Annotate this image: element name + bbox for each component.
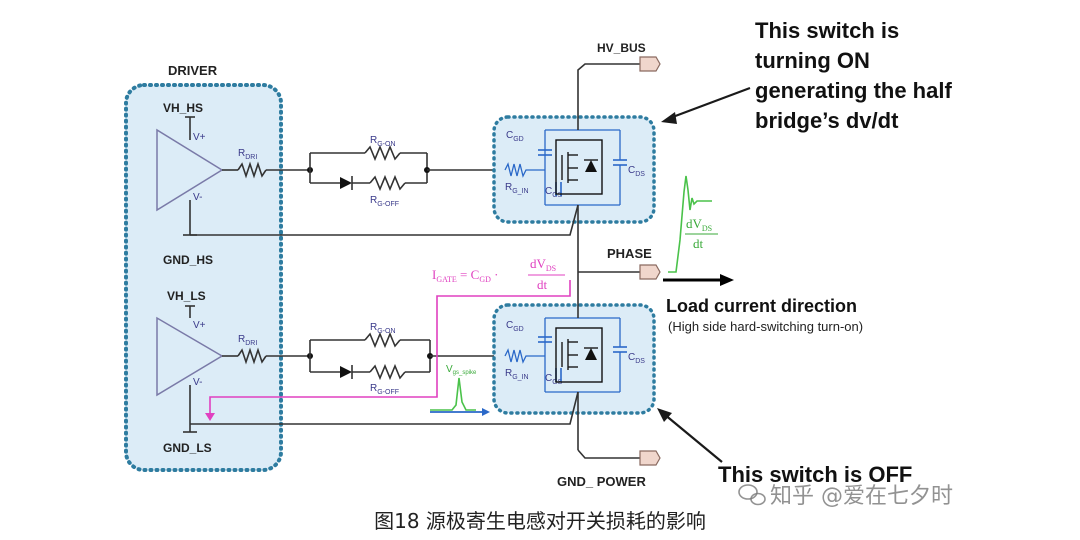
callout-top-line1: This switch is bbox=[755, 18, 899, 43]
phase-pad bbox=[639, 264, 661, 280]
r-g-off-hs-label: RG-OFF bbox=[370, 195, 399, 208]
low-side-mosfet: CGD RG_IN CGS CDS bbox=[492, 303, 656, 415]
high-side-driver-amp: VH_HS V+ V- GND_HS bbox=[156, 101, 224, 267]
igate-dv: dVDS bbox=[530, 256, 556, 273]
load-current-arrow bbox=[663, 274, 734, 286]
callout-bottom: This switch is OFF bbox=[718, 462, 912, 487]
load-current-title: Load current direction bbox=[666, 296, 857, 316]
r-g-off-ls-label: RG-OFF bbox=[370, 383, 399, 396]
callout-top-line4: bridge’s dv/dt bbox=[755, 108, 899, 133]
vgs-spike: Vgs_spike bbox=[430, 364, 490, 416]
v-plus-ls: V+ bbox=[193, 320, 206, 331]
v-minus-ls: V- bbox=[193, 377, 202, 388]
callout-top: This switch is turning ON generating the… bbox=[755, 18, 952, 133]
hv-bus-pad bbox=[639, 56, 661, 72]
phase-label: PHASE bbox=[607, 246, 652, 261]
c-gd-ls: CGD bbox=[506, 320, 524, 333]
dvdt-waveform: dVDS dt bbox=[668, 175, 718, 273]
wechat-logo-icon bbox=[738, 484, 766, 506]
c-gd-hs: CGD bbox=[506, 130, 524, 143]
ls-source-return bbox=[190, 391, 579, 425]
load-current-subtitle: (High side hard-switching turn-on) bbox=[668, 319, 863, 334]
vgs-spike-label: Vgs_spike bbox=[446, 364, 477, 376]
hv-bus-label: HV_BUS bbox=[597, 41, 646, 55]
callout-arrow-top bbox=[661, 86, 751, 124]
r-g-on-ls-label: RG-ON bbox=[370, 322, 396, 335]
c-gs-hs: CGS bbox=[545, 186, 563, 199]
dvdt-num: dVDS bbox=[686, 216, 712, 233]
vh-hs-label: VH_HS bbox=[163, 101, 203, 115]
hs-source-return bbox=[190, 204, 579, 236]
high-side-mosfet: CGD RG_IN CGS CDS bbox=[492, 115, 656, 224]
driver-label: DRIVER bbox=[168, 63, 218, 78]
v-minus-hs: V- bbox=[193, 192, 202, 203]
gnd-power-pad bbox=[639, 450, 661, 466]
r-g-in-hs: RG_IN bbox=[505, 182, 529, 195]
igate-formula: IGATE = CGD · bbox=[432, 267, 498, 284]
dvdt-den: dt bbox=[693, 236, 704, 251]
callout-arrow-bottom bbox=[657, 408, 723, 463]
low-side-driver-amp: VH_LS V+ V- GND_LS bbox=[156, 289, 224, 455]
igate-dt: dt bbox=[537, 277, 548, 292]
figure-caption: 图18 源极寄生电感对开关损耗的影响 bbox=[374, 509, 706, 533]
vh-ls-label: VH_LS bbox=[167, 289, 206, 303]
r-g-in-ls: RG_IN bbox=[505, 368, 529, 381]
c-ds-hs: CDS bbox=[628, 165, 645, 178]
gnd-hs-label: GND_HS bbox=[163, 253, 213, 267]
watermark: 知乎 @爱在七夕时 bbox=[770, 484, 953, 509]
callout-top-line3: generating the half bbox=[755, 78, 952, 103]
high-side-gate-path: RG-ON RG-OFF bbox=[222, 135, 505, 208]
c-ds-ls: CDS bbox=[628, 352, 645, 365]
r-dri-ls-label: RDRI bbox=[238, 334, 257, 347]
gnd-power-label: GND_ POWER bbox=[557, 474, 646, 489]
r-dri-hs-label: RDRI bbox=[238, 148, 257, 161]
low-side-gate-path: RG-ON RG-OFF bbox=[222, 322, 505, 396]
v-plus-hs: V+ bbox=[193, 132, 206, 143]
r-g-on-hs-label: RG-ON bbox=[370, 135, 396, 148]
callout-top-line2: turning ON bbox=[755, 48, 870, 73]
igate-path: IGATE = CGD · dVDS dt bbox=[205, 256, 571, 421]
power-rail: HV_BUS PHASE GND_ POWER bbox=[557, 41, 661, 489]
gnd-ls-label: GND_LS bbox=[163, 441, 212, 455]
